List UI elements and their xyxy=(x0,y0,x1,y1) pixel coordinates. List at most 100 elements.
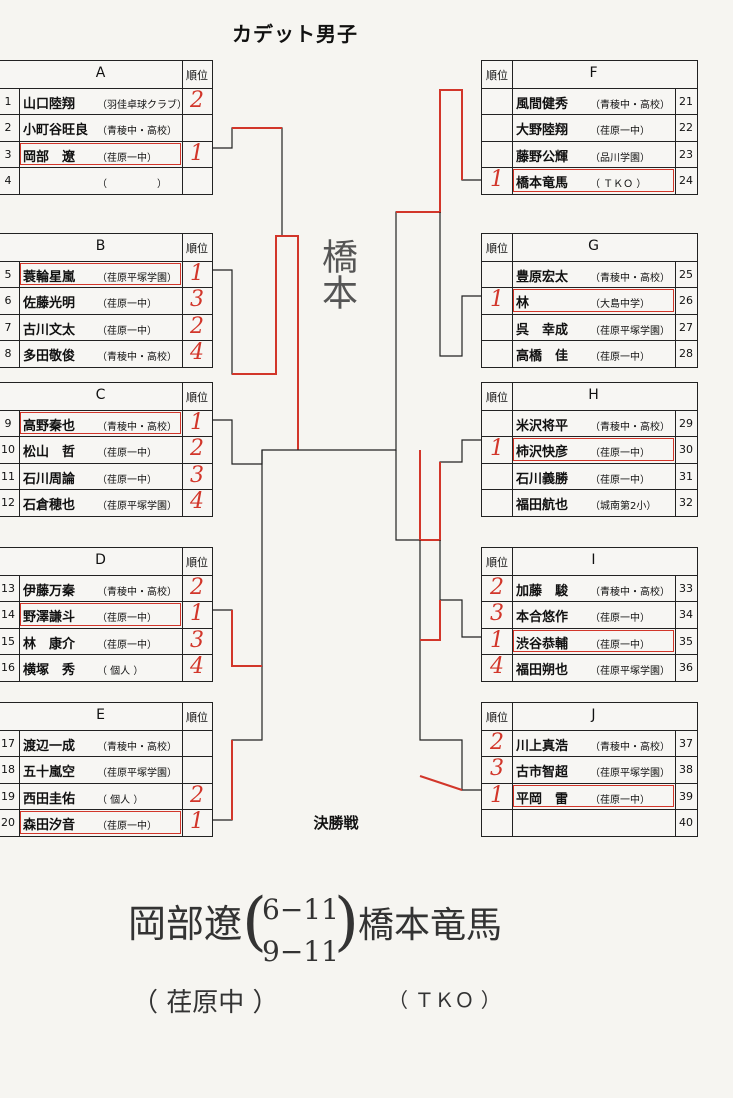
player-affiliation: （荏原一中） xyxy=(97,325,157,337)
table-row xyxy=(482,88,697,115)
player-affiliation: （荏原一中） xyxy=(590,794,650,806)
table-row xyxy=(482,756,697,784)
player-name: 森田汐音 xyxy=(23,818,76,833)
rank-mark: 2 xyxy=(490,574,504,600)
bracket-line-red xyxy=(420,600,441,641)
column-divider xyxy=(182,61,183,194)
player-affiliation: （羽佳卓球クラブ） xyxy=(97,99,187,111)
bracket-line xyxy=(366,89,481,451)
rank-header: 順位 xyxy=(186,391,208,404)
player-number: 19 xyxy=(1,789,15,803)
rank-header: 順位 xyxy=(186,242,208,255)
column-divider xyxy=(19,574,20,681)
table-row xyxy=(0,783,212,810)
player-name: 山口陸翔 xyxy=(23,96,76,112)
bracket-line xyxy=(212,419,298,465)
player-name: 横塚 秀 xyxy=(23,663,76,678)
table-row xyxy=(0,575,212,602)
table-row xyxy=(0,261,212,288)
handwritten-score-bottom: 9−11 xyxy=(262,935,339,968)
table-row xyxy=(482,703,697,731)
table-row xyxy=(482,61,697,89)
winner-highlight xyxy=(513,289,674,312)
player-affiliation: （青稜中・高校） xyxy=(590,741,670,753)
player-affiliation: （荏原一中） xyxy=(590,639,650,651)
player-name: 福田朔也 xyxy=(516,663,569,678)
player-number: 22 xyxy=(679,121,693,134)
player-affiliation: （荏原一中） xyxy=(97,152,157,164)
player-affiliation: （荏原一中） xyxy=(97,448,157,459)
rank-mark: 1 xyxy=(190,260,204,286)
player-affiliation: （荏原平塚学園） xyxy=(97,501,177,512)
column-divider xyxy=(182,234,183,367)
bracket-line-red xyxy=(419,775,463,791)
player-affiliation: （荏原一中） xyxy=(590,126,650,137)
winner-highlight xyxy=(513,438,674,461)
player-name: 石川周論 xyxy=(23,471,76,487)
player-affiliation: （ ） xyxy=(97,179,167,190)
rank-mark: 3 xyxy=(490,601,504,626)
player-affiliation: （荏原一中） xyxy=(590,613,650,624)
player-affiliation: （荏原平塚学園） xyxy=(97,768,177,779)
rank-mark: 1 xyxy=(190,409,204,435)
rank-mark: 2 xyxy=(490,729,504,755)
bracket-line-red xyxy=(232,235,299,450)
handwritten-winner-name: 岡部遼 xyxy=(128,902,243,946)
handwritten-runner-up: 橋本竜馬 xyxy=(358,905,503,946)
rank-mark: 3 xyxy=(190,287,204,312)
table-row xyxy=(482,489,697,517)
bracket-line-red xyxy=(231,610,262,667)
player-number: 29 xyxy=(679,416,693,430)
player-name: 高野秦也 xyxy=(23,418,76,434)
player-affiliation: （ 個人 ） xyxy=(97,794,144,806)
player-affiliation: （青稜中・高校） xyxy=(97,741,177,753)
bracket-line xyxy=(212,235,298,375)
column-divider xyxy=(512,234,513,367)
player-name: 五十嵐空 xyxy=(23,765,76,780)
column-divider xyxy=(19,729,20,836)
table-row xyxy=(0,167,212,195)
player-name: 平岡 雷 xyxy=(516,791,569,807)
table-row xyxy=(0,340,212,368)
table-row xyxy=(0,654,212,682)
table-row xyxy=(482,601,697,629)
rank-mark: 1 xyxy=(190,601,204,626)
table-row xyxy=(482,314,697,341)
player-name: 石倉穂也 xyxy=(23,498,76,513)
player-name: 野澤謙斗 xyxy=(23,610,76,625)
table-row xyxy=(482,654,697,682)
table-row xyxy=(482,463,697,490)
player-number: 24 xyxy=(679,174,693,187)
player-affiliation: （荏原一中） xyxy=(590,448,650,459)
table-row xyxy=(482,628,697,655)
player-name: 小町谷旺良 xyxy=(23,123,89,138)
player-name: 渋谷恭輔 xyxy=(516,636,569,652)
player-name: 石川義勝 xyxy=(516,471,569,487)
player-affiliation: （荏原平塚学園） xyxy=(590,325,670,337)
bracket-line-red xyxy=(396,89,463,213)
table-row xyxy=(482,575,697,602)
winner-highlight xyxy=(20,811,181,834)
player-affiliation: （ ＴＫＯ ） xyxy=(590,179,647,190)
player-affiliation: （荏原一中） xyxy=(97,474,157,486)
rank-header: 順位 xyxy=(486,242,508,255)
rank-header: 順位 xyxy=(486,556,508,569)
player-name: 川上真浩 xyxy=(516,738,569,754)
table-row xyxy=(482,783,697,810)
table-row xyxy=(482,410,697,437)
player-number: 7 xyxy=(4,320,12,334)
player-name: 橋本竜馬 xyxy=(516,176,569,191)
group-letter: F xyxy=(589,65,598,81)
player-name: 佐藤光明 xyxy=(23,296,76,311)
column-divider xyxy=(675,409,676,516)
group-letter: I xyxy=(591,552,596,568)
rank-mark: 1 xyxy=(490,627,504,653)
player-affiliation: （青稜中・高校） xyxy=(97,421,177,433)
player-number: 23 xyxy=(679,147,693,161)
player-name: 呉 幸成 xyxy=(516,322,569,338)
player-name: 林 xyxy=(516,296,543,311)
